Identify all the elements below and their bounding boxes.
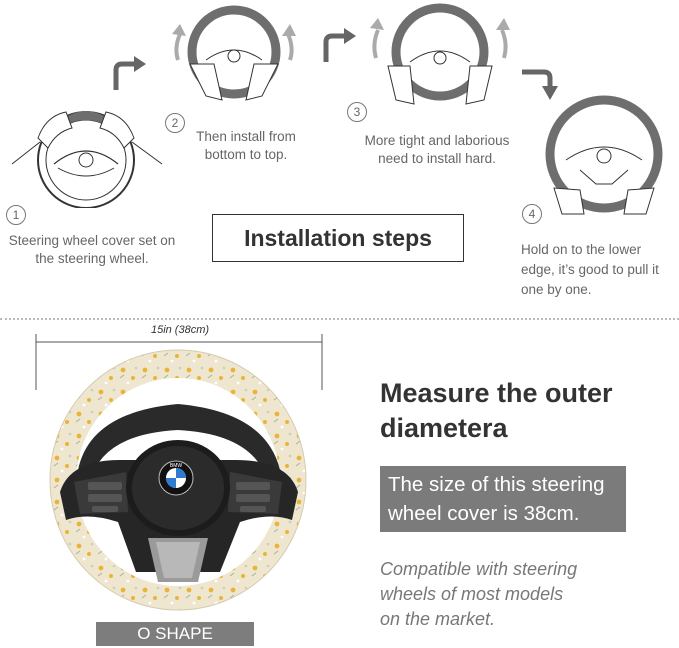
installation-steps-title: Installation steps [212,214,464,262]
step2-illustration [172,5,296,101]
compat-line3: on the market. [380,609,496,629]
section-divider [0,318,679,320]
compat-line2: wheels of most models [380,584,564,604]
measure-heading: Measure the outer diametera [380,376,670,446]
size-line2: wheel cover is 38cm. [388,502,580,525]
brand-lettering: BMW [170,463,183,469]
step-number-3: 3 [347,102,367,122]
compat-line1: Compatible with steering [380,559,578,579]
bmw-logo-icon: BMW [158,460,194,496]
size-line1: The size of this steering [388,473,605,496]
o-shape-label: O SHAPE [96,622,254,646]
compatibility-text: Compatible with steering wheels of most … [380,557,640,632]
measure-heading-line2: diametera [380,413,508,443]
arrow-up-right-icon [113,56,146,90]
step3-illustration [370,3,510,105]
size-info-box: The size of this steering wheel cover is… [380,466,626,532]
step-number-2: 2 [165,113,185,133]
step1-illustration [11,111,163,208]
step-number-1: 1 [6,205,26,225]
step-caption-4: Hold on to the lower edge, it’s good to … [521,242,659,297]
step-number-4: 4 [522,204,542,224]
measure-heading-line1: Measure the outer [380,378,613,408]
diameter-measure-line [35,334,323,390]
step-caption-3: More tight and laborious need to install… [364,133,510,166]
step-caption-2: Then install from bottom to top. [196,129,296,162]
arrow-down-right-icon [522,69,558,100]
arrow-up-right-icon [323,28,356,62]
diameter-label: 15in (38cm) [150,324,210,336]
step-caption-1: Steering wheel cover set on the steering… [8,233,176,266]
step4-illustration [545,95,663,215]
